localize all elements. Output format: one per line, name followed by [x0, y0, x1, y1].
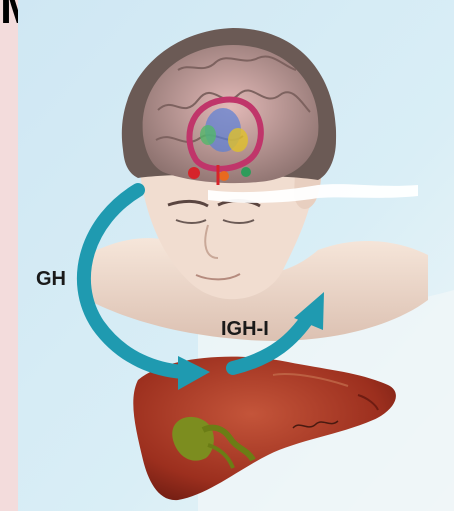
igh-label: IGH-I: [221, 318, 269, 340]
gh-label: GH: [36, 268, 66, 290]
slide-left-margin: [0, 0, 18, 511]
gh-igf-axis-illustration: GH IGH-I: [18, 0, 454, 511]
